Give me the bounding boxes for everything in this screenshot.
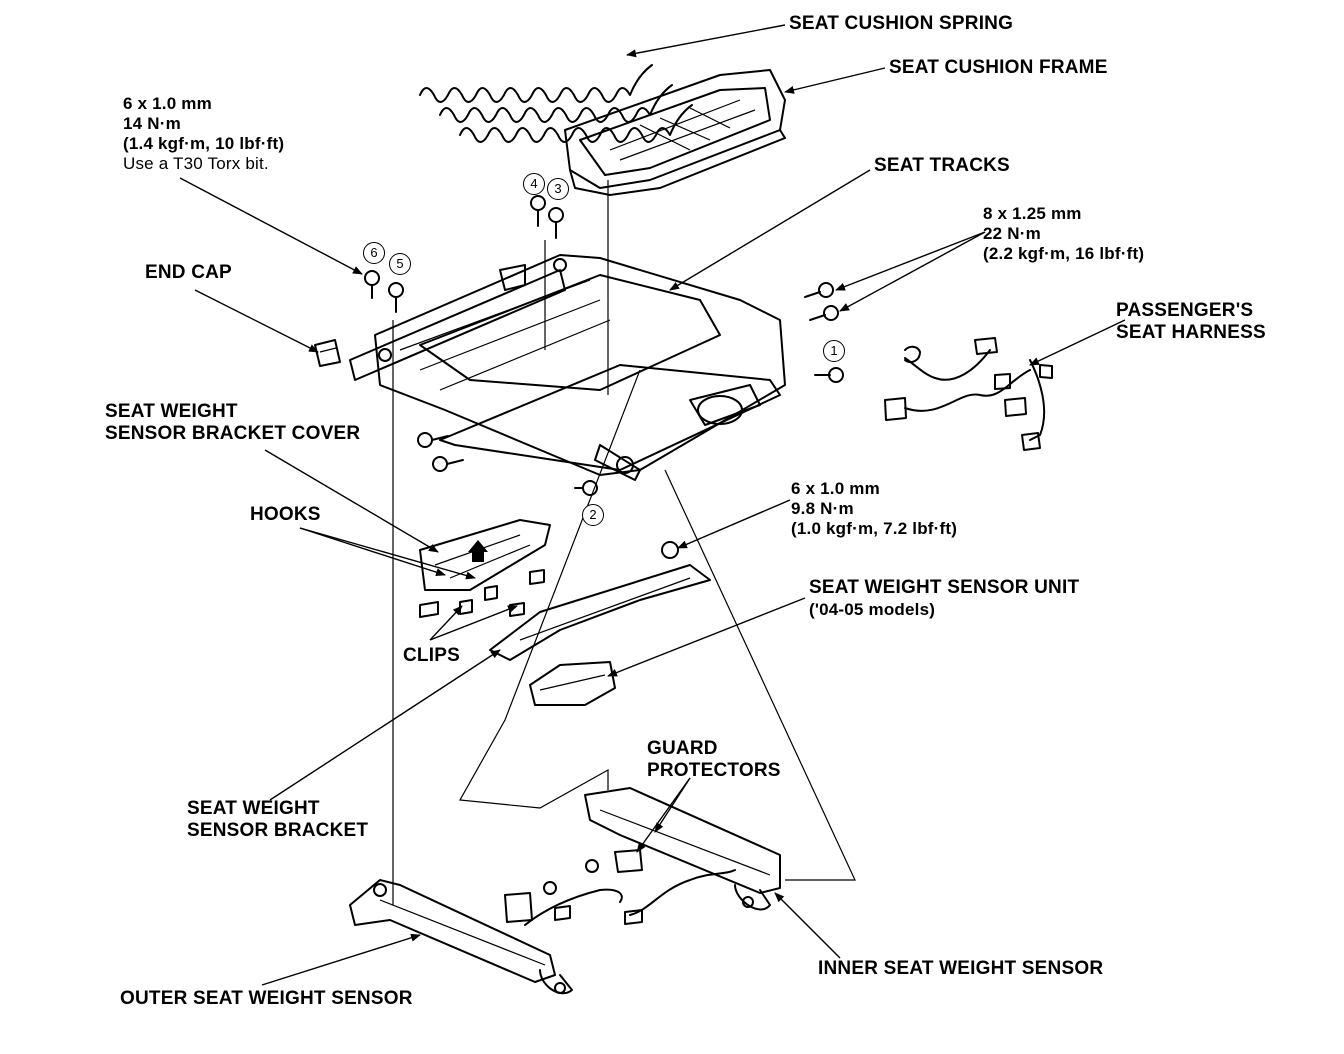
alignment-lines	[392, 180, 856, 905]
label-end-cap: END CAP	[145, 262, 232, 283]
seat-tracks	[349, 254, 786, 481]
callout-3: 3	[547, 178, 569, 200]
bolt-8x125-lower	[809, 305, 839, 321]
label-hooks: HOOKS	[250, 504, 321, 525]
label-seat-weight-sensor-unit: SEAT WEIGHT SENSOR UNIT ('04-05 models)	[809, 577, 1079, 621]
spec-size: 6 x 1.0 mm	[123, 94, 212, 113]
frame-bolts	[364, 195, 844, 496]
label-line-1: SEAT WEIGHT SENSOR UNIT	[809, 577, 1080, 598]
label-line-2: ('04-05 models)	[809, 600, 936, 619]
seat-weight-sensor-unit	[529, 661, 616, 706]
seat-cushion-spring	[419, 64, 693, 143]
clips	[419, 569, 545, 618]
bolt-2	[574, 480, 598, 496]
bolt-1	[814, 367, 844, 383]
label-seat-cushion-spring: SEAT CUSHION SPRING	[789, 13, 1014, 34]
spec-bolt-8x125: 8 x 1.25 mm 22 N·m (2.2 kgf·m, 16 lbf·ft…	[983, 204, 1144, 264]
spec-size: 8 x 1.25 mm	[983, 204, 1082, 223]
label-guard-protectors: GUARD PROTECTORS	[647, 738, 781, 782]
bolt-lower-b	[432, 456, 464, 472]
spec-torque: 22 N·m	[983, 224, 1041, 243]
bolt-3	[548, 207, 564, 239]
label-line-1: SEAT WEIGHT	[187, 798, 320, 819]
label-line-2: SENSOR BRACKET	[187, 820, 369, 841]
spec-torque: 9.8 N·m	[791, 499, 854, 518]
outer-seat-weight-sensor	[349, 879, 623, 995]
callout-1: 1	[823, 340, 845, 362]
bolt-4	[530, 195, 546, 227]
spec-torque-alt: (2.2 kgf·m, 16 lbf·ft)	[983, 244, 1145, 263]
label-passengers-seat-harness: PASSENGER'S SEAT HARNESS	[1116, 300, 1266, 344]
leader-lines	[179, 24, 1126, 986]
seat-cushion-frame	[564, 69, 786, 196]
label-inner-seat-weight-sensor: INNER SEAT WEIGHT SENSOR	[818, 958, 1104, 979]
bolt-5	[388, 282, 404, 313]
callout-2: 2	[582, 504, 604, 526]
seat-weight-sensor-bracket-cover	[419, 519, 551, 591]
label-line-1: SEAT WEIGHT	[105, 401, 238, 422]
label-seat-weight-sensor-bracket-cover: SEAT WEIGHT SENSOR BRACKET COVER	[105, 401, 360, 445]
bolt-8x125-upper	[804, 282, 834, 298]
label-line-2: SEAT HARNESS	[1116, 322, 1266, 343]
spec-torque-alt: (1.4 kgf·m, 10 lbf·ft)	[123, 134, 285, 153]
passengers-seat-harness	[884, 337, 1053, 451]
label-outer-seat-weight-sensor: OUTER SEAT WEIGHT SENSOR	[120, 988, 413, 1009]
label-seat-cushion-frame: SEAT CUSHION FRAME	[889, 57, 1108, 78]
callout-5: 5	[389, 253, 411, 275]
bolt-lower-a	[417, 432, 449, 448]
spec-bolt-6x1-sensor: 6 x 1.0 mm 9.8 N·m (1.0 kgf·m, 7.2 lbf·f…	[791, 479, 957, 539]
seat-weight-sensor-bracket	[489, 541, 711, 661]
label-line-2: PROTECTORS	[647, 760, 781, 781]
label-line-2: SENSOR BRACKET COVER	[105, 423, 361, 444]
spec-bolt-6x1-torx: 6 x 1.0 mm 14 N·m (1.4 kgf·m, 10 lbf·ft)…	[123, 94, 284, 174]
label-line-1: GUARD	[647, 738, 718, 759]
spec-note: Use a T30 Torx bit.	[123, 154, 269, 173]
callout-6: 6	[363, 242, 385, 264]
spec-torque: 14 N·m	[123, 114, 181, 133]
bolt-6	[364, 270, 380, 299]
label-seat-tracks: SEAT TRACKS	[874, 155, 1010, 176]
label-line-1: PASSENGER'S	[1116, 300, 1254, 321]
inner-seat-weight-sensor	[584, 787, 781, 925]
spec-size: 6 x 1.0 mm	[791, 479, 880, 498]
spec-torque-alt: (1.0 kgf·m, 7.2 lbf·ft)	[791, 519, 958, 538]
label-seat-weight-sensor-bracket: SEAT WEIGHT SENSOR BRACKET	[187, 798, 368, 842]
callout-4: 4	[523, 173, 545, 195]
end-cap	[314, 339, 341, 367]
label-clips: CLIPS	[403, 645, 460, 666]
